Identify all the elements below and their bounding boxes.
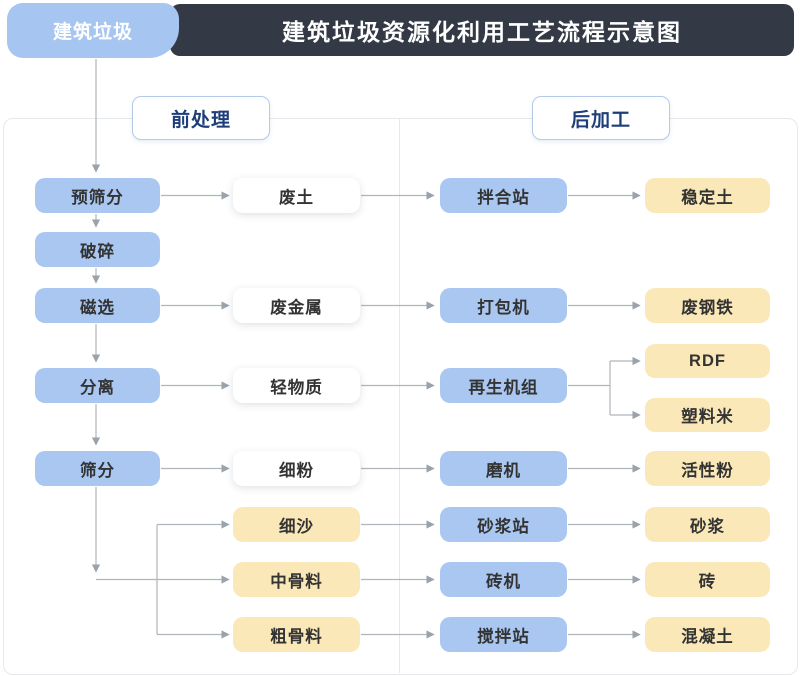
node-waste-steel: 废钢铁	[645, 288, 770, 323]
node-medium-aggregate: 中骨料	[233, 562, 360, 597]
section-divider	[399, 118, 400, 673]
node-rdf: RDF	[645, 344, 770, 378]
title-bar: 建筑垃圾资源化利用工艺流程示意图	[170, 4, 794, 56]
node-mixing-plant: 拌合站	[440, 178, 567, 213]
section-pill-pre-processing-label: 前处理	[170, 109, 231, 131]
node-screening: 筛分	[35, 451, 160, 486]
section-pill-post-processing-label: 后加工	[570, 109, 631, 131]
node-concrete: 混凝土	[645, 617, 770, 652]
node-mortar: 砂浆	[645, 507, 770, 542]
node-separation: 分离	[35, 368, 160, 403]
source-badge-label: 建筑垃圾	[52, 22, 133, 43]
page-title: 建筑垃圾资源化利用工艺流程示意图	[282, 19, 682, 45]
node-mortar-plant: 砂浆站	[440, 507, 567, 542]
source-badge: 建筑垃圾	[7, 3, 179, 58]
node-waste-soil: 废土	[233, 178, 360, 213]
section-pill-pre-processing: 前处理	[132, 96, 270, 140]
node-waste-metal: 废金属	[233, 288, 360, 323]
node-coarse-aggregate: 粗骨料	[233, 617, 360, 652]
section-pill-post-processing: 后加工	[532, 96, 670, 140]
node-fine-sand: 细沙	[233, 507, 360, 542]
node-plastic-pellets: 塑料米	[645, 398, 770, 432]
node-regeneration-unit: 再生机组	[440, 368, 567, 403]
node-stirring-plant: 搅拌站	[440, 617, 567, 652]
node-crushing: 破碎	[35, 232, 160, 267]
node-magnetic-separation: 磁选	[35, 288, 160, 323]
node-active-powder: 活性粉	[645, 451, 770, 486]
node-grinding-mill: 磨机	[440, 451, 567, 486]
node-fine-powder: 细粉	[233, 451, 360, 486]
node-baling-machine: 打包机	[440, 288, 567, 323]
node-brick: 砖	[645, 562, 770, 597]
node-pre-screening: 预筛分	[35, 178, 160, 213]
node-stabilized-soil: 稳定土	[645, 178, 770, 213]
node-light-material: 轻物质	[233, 368, 360, 403]
node-brick-machine: 砖机	[440, 562, 567, 597]
